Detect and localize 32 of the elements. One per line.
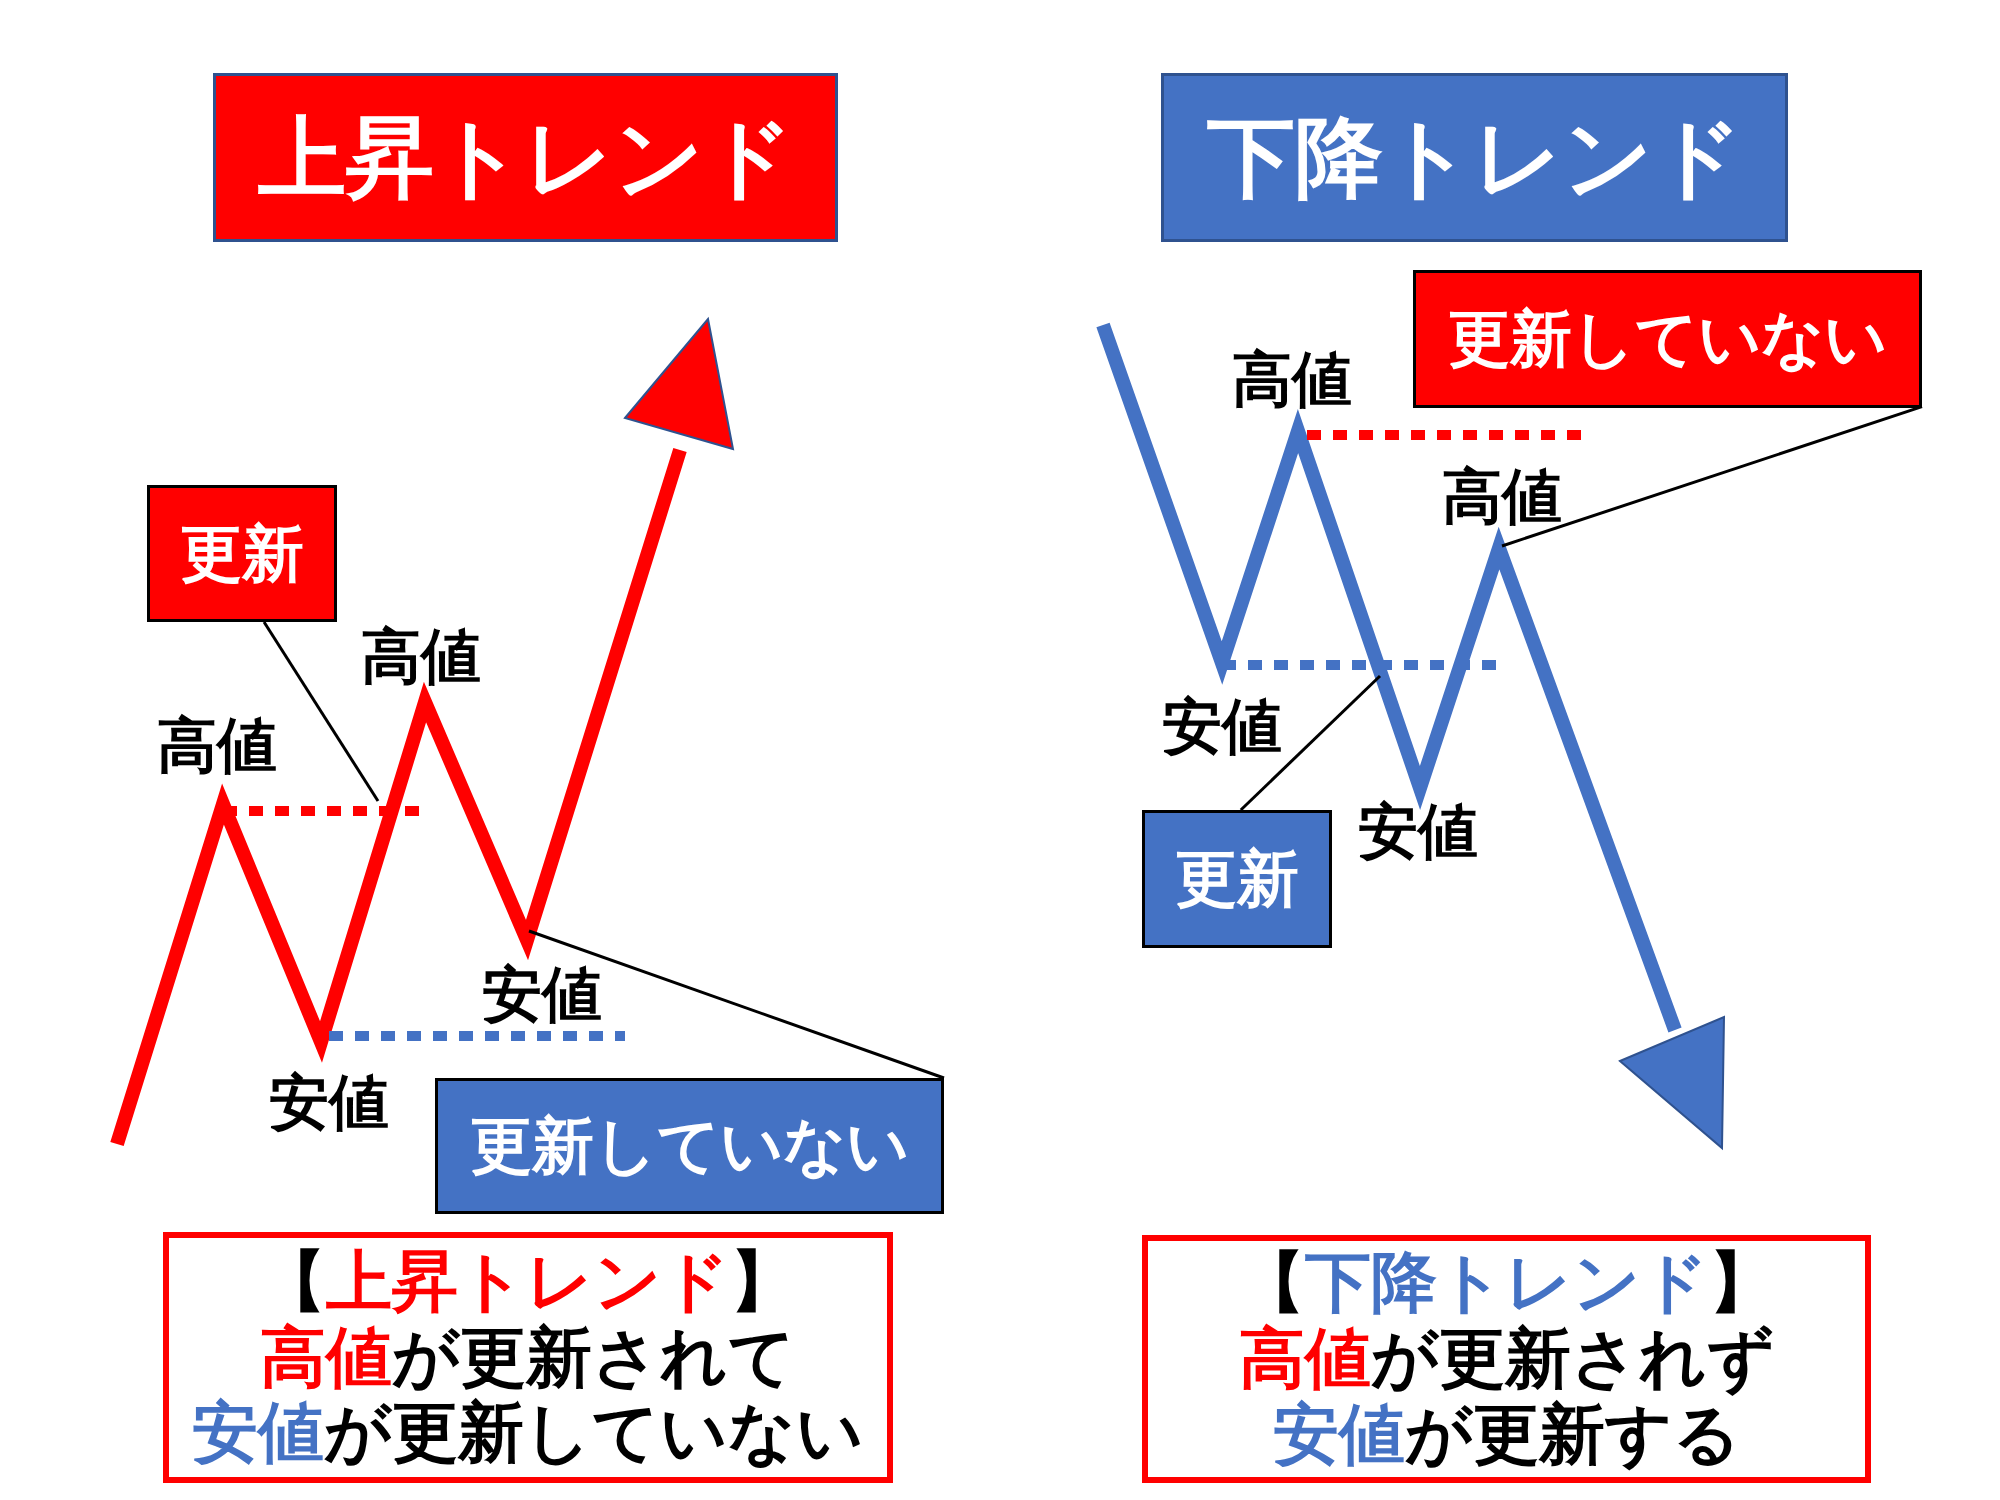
leader-line (1501, 405, 1923, 548)
price-label: 高値 (361, 619, 481, 693)
summary-line: 安値が更新していない (192, 1395, 864, 1472)
summary-line: 【下降トレンド】 (1238, 1245, 1775, 1322)
price-label: 安値 (482, 957, 602, 1031)
leader-line (528, 929, 945, 1080)
summary-line: 高値が更新されず (1238, 1321, 1775, 1397)
summary-box (1142, 1235, 1871, 1483)
callout-box (435, 1078, 944, 1214)
leader-line (262, 621, 380, 802)
box-text: 更新していない (1448, 303, 1887, 375)
title-banner (213, 73, 838, 242)
price-label: 高値 (1442, 459, 1562, 533)
summary-line: 高値が更新されて (260, 1319, 796, 1396)
price-label: 高値 (157, 708, 277, 782)
box-text: 上昇トレンド (257, 106, 794, 209)
box-text: 下降トレンド (1206, 106, 1743, 209)
price-label: 高値 (1232, 342, 1352, 416)
callout-box (147, 485, 337, 622)
title-banner (1161, 73, 1788, 242)
box-text: 更新していない (470, 1110, 909, 1182)
price-label: 安値 (1358, 794, 1478, 868)
box-text: 更新 (180, 517, 304, 590)
callout-box (1413, 270, 1922, 408)
price-label: 安値 (1162, 689, 1282, 763)
price-label: 安値 (269, 1065, 389, 1139)
summary-line: 安値が更新する (1272, 1396, 1741, 1473)
leader-line (1239, 674, 1382, 812)
callout-box (1142, 810, 1332, 948)
summary-box (163, 1232, 893, 1483)
box-text: 更新 (1175, 843, 1299, 915)
summary-line: 【上昇トレンド】 (260, 1243, 796, 1320)
